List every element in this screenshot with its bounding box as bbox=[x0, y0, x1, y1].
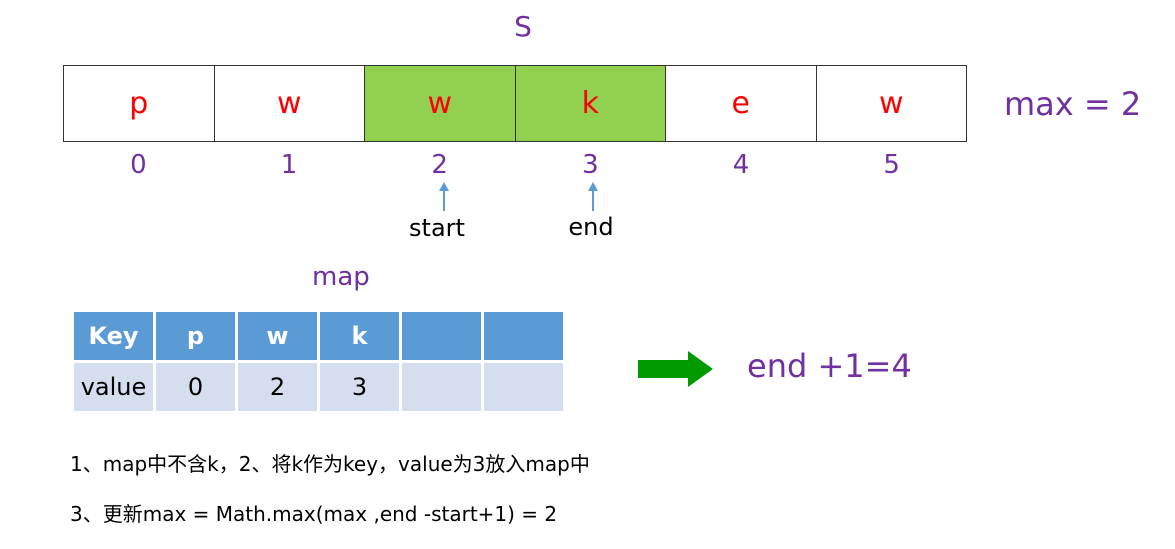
array-cell-0: p bbox=[64, 66, 215, 141]
map-header-cell bbox=[402, 312, 481, 360]
index-0: 0 bbox=[130, 150, 147, 180]
start-pointer-label: start bbox=[409, 214, 465, 242]
end-increment-result: end +1=4 bbox=[747, 347, 912, 385]
map-value-row: value 0 2 3 bbox=[74, 363, 563, 411]
end-pointer-label: end bbox=[568, 213, 614, 241]
step-note-1: 1、map中不含k，2、将k作为key，value为3放入map中 bbox=[70, 452, 590, 476]
map-value-cell: 3 bbox=[320, 363, 399, 411]
array-cell-3: k bbox=[515, 66, 666, 141]
index-4: 4 bbox=[732, 150, 750, 180]
map-header-cell: k bbox=[320, 312, 399, 360]
map-title: map bbox=[312, 262, 370, 292]
string-array: p w w k e w bbox=[63, 65, 967, 142]
array-cell-2: w bbox=[365, 66, 516, 141]
index-row: 0 1 2 3 4 5 bbox=[63, 150, 967, 190]
end-pointer-arrow-icon bbox=[588, 182, 598, 211]
string-label: S bbox=[514, 10, 532, 43]
right-arrow-icon bbox=[638, 351, 713, 387]
start-pointer-arrow-icon bbox=[439, 182, 449, 211]
map-header-cell: p bbox=[156, 312, 235, 360]
index-2: 2 bbox=[431, 150, 448, 180]
index-5: 5 bbox=[883, 150, 900, 180]
index-3: 3 bbox=[582, 150, 599, 180]
map-value-cell: 0 bbox=[156, 363, 235, 411]
map-header-cell bbox=[484, 312, 563, 360]
map-value-cell bbox=[402, 363, 481, 411]
map-header-cell: Key bbox=[74, 312, 153, 360]
index-1: 1 bbox=[280, 150, 298, 180]
map-header-cell: w bbox=[238, 312, 317, 360]
map-value-cell: value bbox=[74, 363, 153, 411]
array-cell-4: e bbox=[666, 66, 817, 141]
map-table: Key p w k value 0 2 3 bbox=[71, 309, 566, 414]
map-value-cell bbox=[484, 363, 563, 411]
array-cell-1: w bbox=[215, 66, 365, 141]
array-cell-5: w bbox=[878, 86, 904, 121]
step-note-2: 3、更新max = Math.max(max ,end -start+1) = … bbox=[70, 502, 558, 526]
map-value-cell: 2 bbox=[238, 363, 317, 411]
map-key-row: Key p w k bbox=[74, 312, 563, 360]
max-value-label: max = 2 bbox=[1004, 85, 1142, 123]
